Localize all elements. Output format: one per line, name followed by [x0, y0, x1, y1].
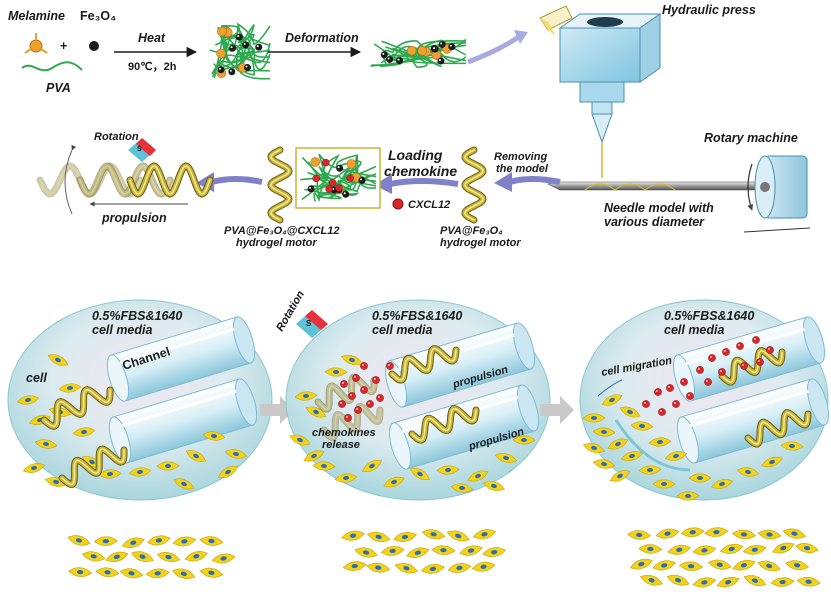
plus-sign: + [60, 39, 67, 53]
panel2-channels [384, 322, 540, 470]
helix-motor-2 [267, 146, 293, 224]
needle-model-label-1: Needle model with [604, 201, 714, 215]
panel1-cell-layer [67, 535, 236, 580]
pva-chain-icon [21, 61, 83, 72]
panel3-cells [582, 394, 804, 501]
panel2-cell-layer [341, 529, 507, 574]
panel1-channels [106, 316, 258, 464]
fe3o4-particle-icon [89, 41, 99, 51]
panel1-helix-b [58, 445, 128, 489]
needle-model [547, 181, 766, 191]
heat-condition-label: 90℃，2h [128, 61, 177, 73]
chemokines-label-1: chemokines [312, 427, 376, 439]
svg-text:S: S [306, 319, 312, 328]
helix-motor-propelled [126, 162, 214, 198]
motor1-label-1: PVA@Fe₃O₄ [440, 225, 503, 237]
fe3o4-label: Fe₃O₄ [80, 9, 116, 23]
loading-label-1: Loading [388, 147, 443, 163]
panel3-cell-layer [627, 527, 821, 588]
pva-label: PVA [46, 81, 71, 95]
panel2-chemokines [338, 362, 394, 422]
cxcl12-icon [392, 198, 404, 210]
panel3-chemokines [642, 336, 774, 416]
panel3-helix-b [744, 409, 812, 448]
needle-model-label-2: various diameter [604, 215, 705, 229]
panel1-helix-a [40, 386, 114, 430]
panel2-media-2: cell media [372, 323, 432, 337]
motor1-label-2: hydrogel motor [440, 237, 521, 249]
syringe-icon [539, 5, 573, 36]
heat-label: Heat [138, 31, 166, 45]
to-press-arrow [467, 33, 522, 65]
loaded-network [300, 153, 377, 203]
transition-arrow-1 [260, 396, 294, 424]
panel3-channels [672, 316, 830, 464]
removing-label-2: the model [496, 163, 549, 175]
panel2-helix-b [408, 405, 480, 444]
hydraulic-press-label: Hydraulic press [662, 3, 756, 17]
rotary-machine-label: Rotary machine [704, 131, 798, 145]
panel2-cells [289, 354, 536, 493]
rotary-machine [743, 155, 811, 233]
chemokines-label-2: release [322, 439, 360, 451]
cell-label: cell [26, 371, 47, 385]
melamine-icon [24, 33, 48, 54]
melamine-label: Melamine [8, 9, 65, 23]
panel3-media-1: 0.5%FBS&1640 [664, 309, 754, 323]
helix-motion-trail [36, 162, 174, 198]
magnet-icon: S [128, 138, 156, 162]
cxcl12-label: CXCL12 [408, 199, 450, 211]
svg-text:S: S [137, 146, 142, 153]
removing-label-1: Removing [494, 151, 547, 163]
rotation-curve [64, 144, 77, 215]
deformation-label: Deformation [285, 31, 359, 45]
panel2-media-1: 0.5%FBS&1640 [372, 309, 462, 323]
panel2-magnet-icon: S [296, 310, 328, 338]
motor-arrow [211, 176, 263, 185]
motor2-label-2: hydrogel motor [236, 237, 317, 249]
migration-stream [614, 419, 691, 472]
motor2-label-1: PVA@Fe₃O₄@CXCL12 [224, 225, 340, 237]
removing-arrow [509, 176, 561, 185]
hydrogel-network-1 [209, 22, 271, 80]
panel1-media-1: 0.5%FBS&1640 [92, 309, 182, 323]
loading-label-2: chemokine [384, 163, 457, 179]
hydrogel-network-2 [370, 38, 467, 68]
panel3-helix-a [718, 347, 786, 386]
panel3-media-2: cell media [664, 323, 724, 337]
helix-motor-1 [461, 146, 487, 224]
panel2-helix-a [388, 345, 460, 384]
rotation-label: Rotation [94, 131, 139, 143]
loading-arrow [389, 178, 459, 187]
panel1-media-2: cell media [92, 323, 152, 337]
transition-arrow-2 [540, 396, 574, 424]
hydraulic-press [558, 13, 662, 178]
propulsion-label: propulsion [101, 211, 167, 225]
